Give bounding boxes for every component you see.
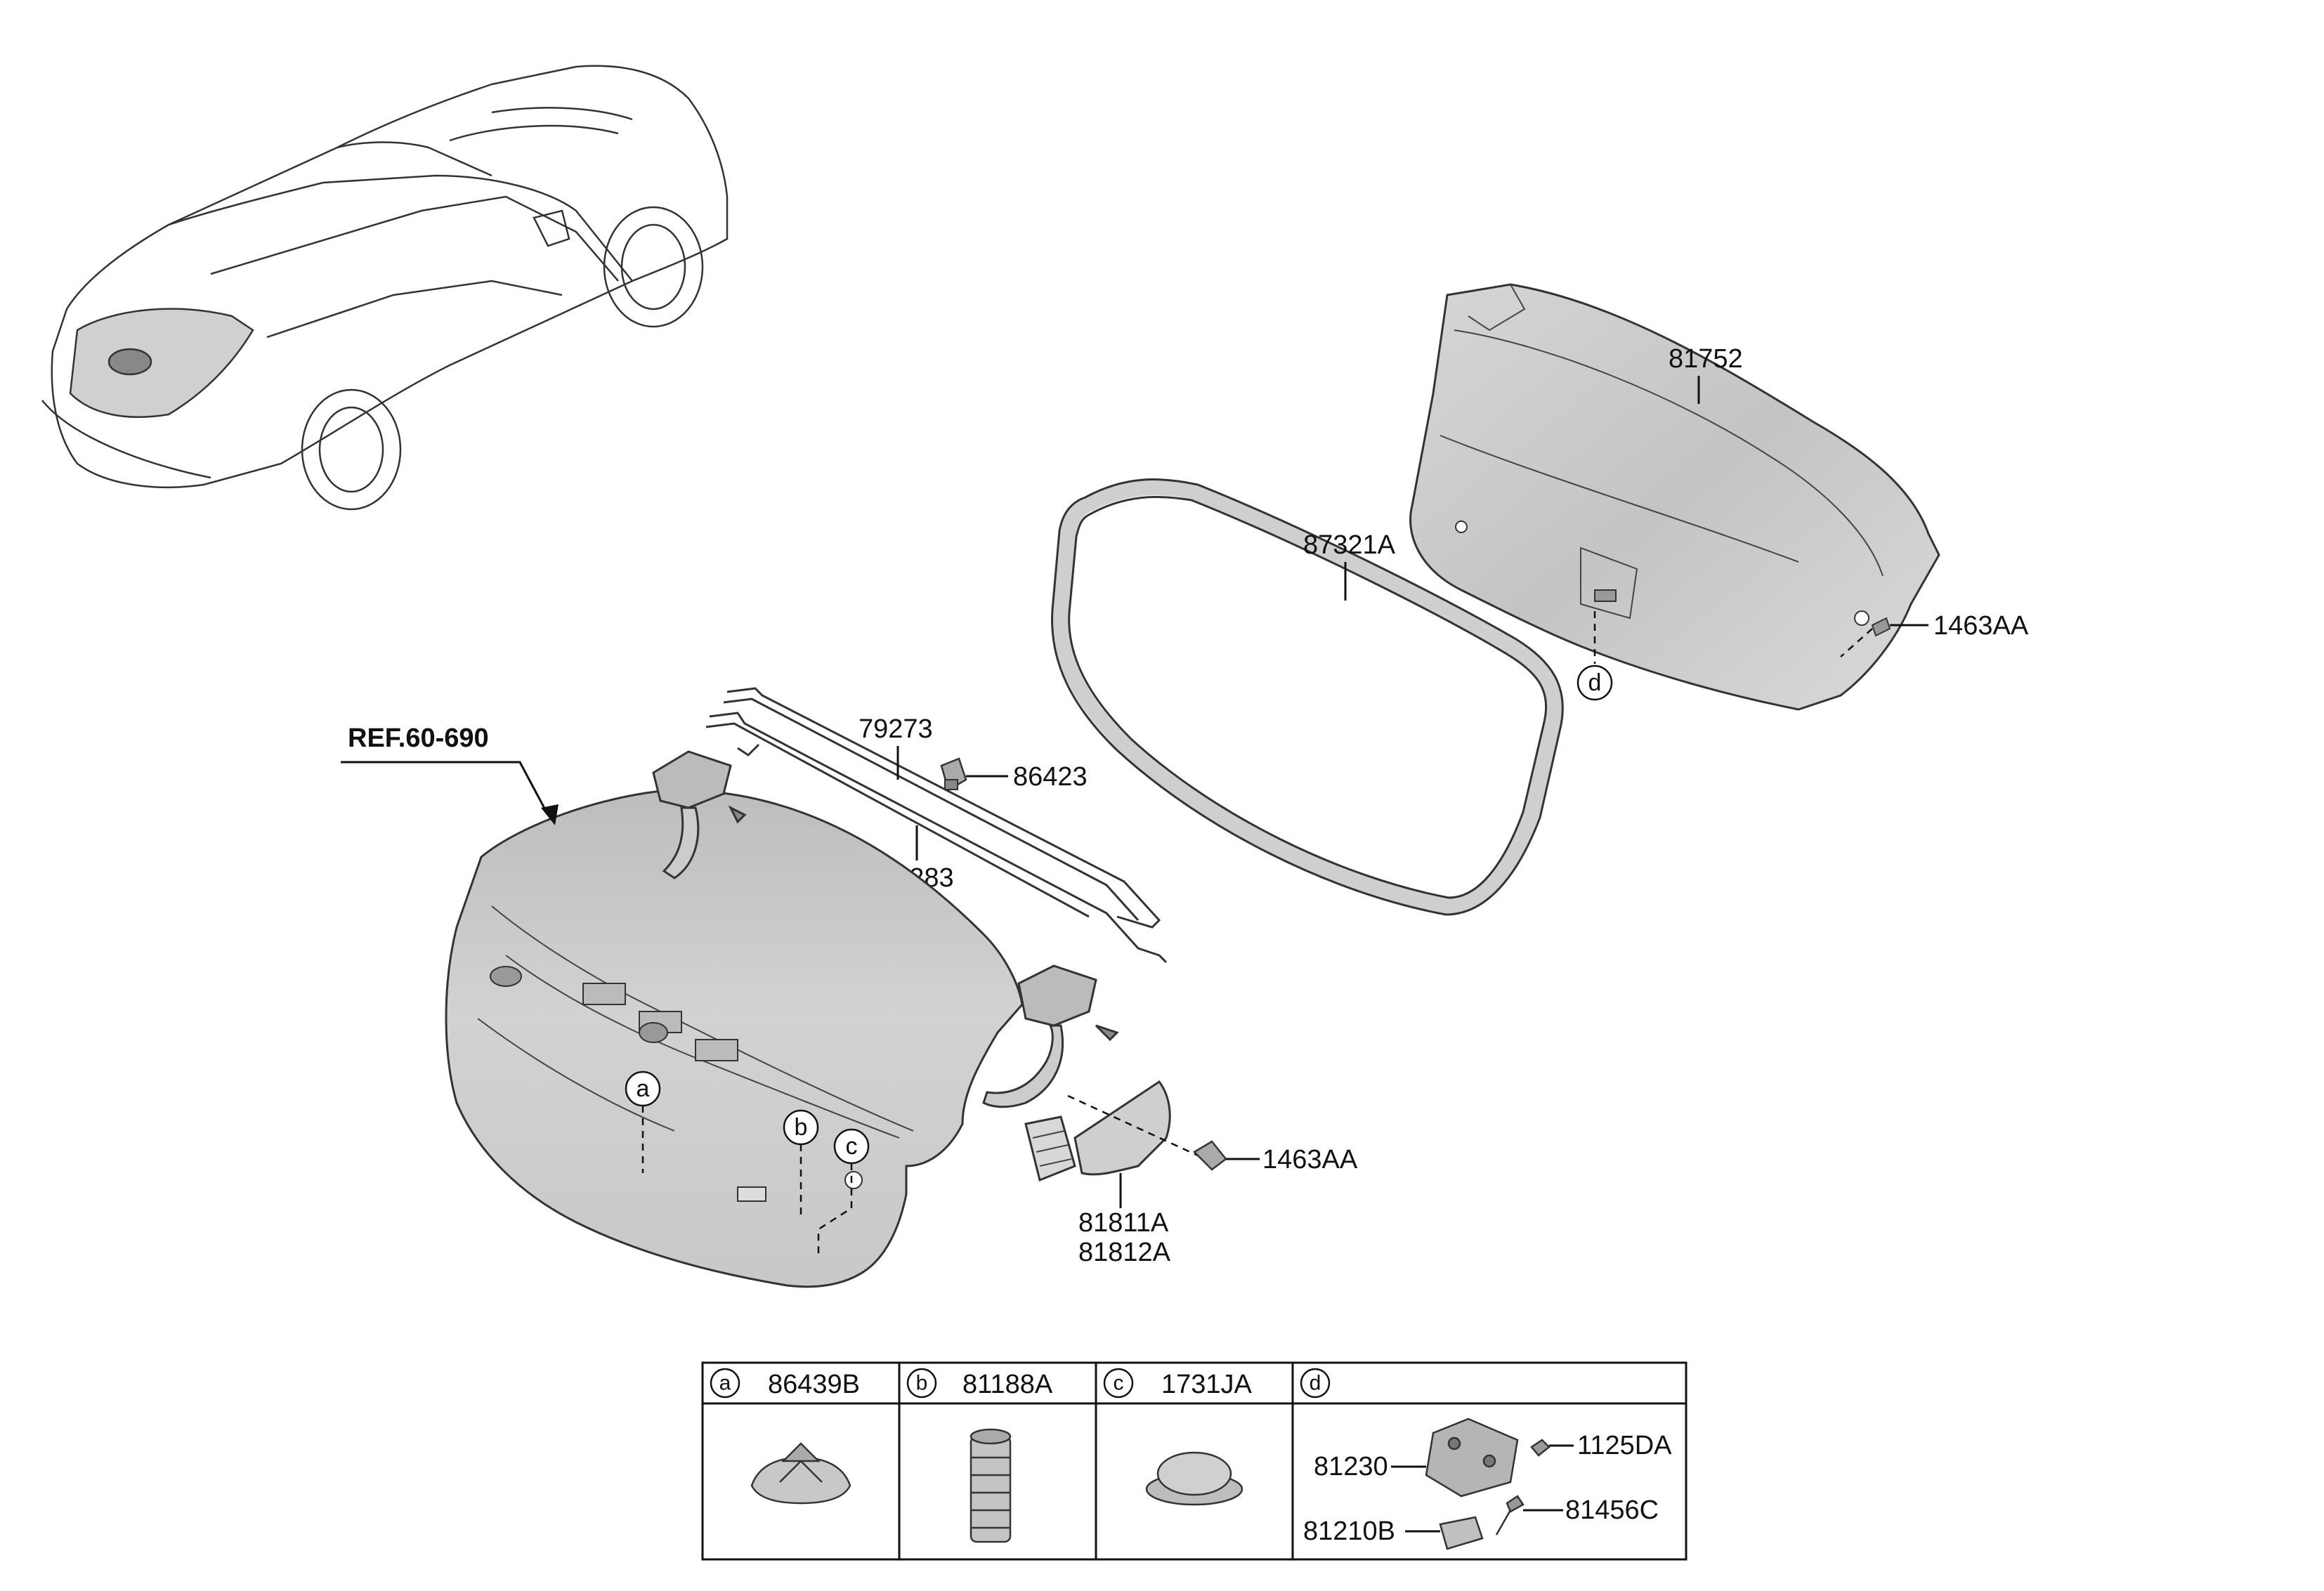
label-1463AA-trim: 1463AA [1933,611,2029,641]
label-86423: 86423 [1013,762,1088,792]
reference-label: REF.60-690 [348,724,489,753]
bolt-1125DA-illustration [1530,1439,1551,1457]
plug-1731JA-illustration [1145,1451,1243,1506]
legend-b-circle [906,1368,937,1399]
reference-arrowhead [541,804,559,825]
hinge-fastener-icon [1192,1140,1227,1171]
trim-fastener-icon [1871,617,1891,637]
legend-d-circle [1300,1368,1331,1399]
torsion-bars [705,687,1168,964]
grommet-86439B-illustration [750,1442,851,1505]
callout-b-text: b [795,1114,808,1141]
dash-1463AA-hinge [1067,1094,1199,1157]
legend-b-part: 81188A [962,1370,1053,1399]
legend-a-part: 86439B [768,1370,860,1399]
legend-b-letter: b [916,1372,928,1395]
legend-c-part: 1731JA [1161,1370,1253,1399]
trunk-lid-trim-panel [1409,283,1940,711]
legend-a-circle [710,1368,740,1399]
callout-a-text: a [637,1075,650,1102]
legend-d-letter: d [1310,1372,1321,1395]
legend-c-circle [1103,1368,1134,1399]
label-79273: 79273 [859,714,933,744]
bumper-81188A-illustration [970,1428,1012,1543]
legend-a-letter: a [719,1372,731,1395]
latch-81230-illustration [1425,1418,1519,1498]
label-87321A: 87321A [1303,530,1396,560]
callout-c-text: c [846,1133,858,1160]
label-81752: 81752 [1669,344,1743,374]
label-1463AA-hinge: 1463AA [1262,1145,1358,1174]
weatherstrip-seal [1051,478,1564,916]
hinge-cover [1024,1080,1171,1182]
screw-81456C-illustration [1495,1495,1525,1536]
dash-callout-c [817,1163,853,1257]
legend-label-81230: 81230 [1314,1452,1388,1481]
label-81812A: 81812A [1078,1238,1171,1267]
trunk-hinge-right [982,964,1119,1108]
bumper-stop-icon [940,757,967,792]
legend-label-81210B: 81210B [1303,1517,1395,1546]
vehicle-overview-illustration [41,65,729,511]
trunk-lid-panel [445,789,1024,1288]
legend-label-81456C: 81456C [1565,1495,1659,1525]
label-81811A: 81811A [1078,1208,1169,1238]
legend-c-letter: c [1114,1372,1124,1395]
callout-d-circle [1576,664,1613,701]
trunk-hinge-left [652,750,747,879]
striker-81210B-illustration [1439,1516,1484,1550]
reference-leader [341,761,549,816]
callout-d-text: d [1588,669,1602,696]
legend-label-1125DA: 1125DA [1577,1431,1672,1460]
